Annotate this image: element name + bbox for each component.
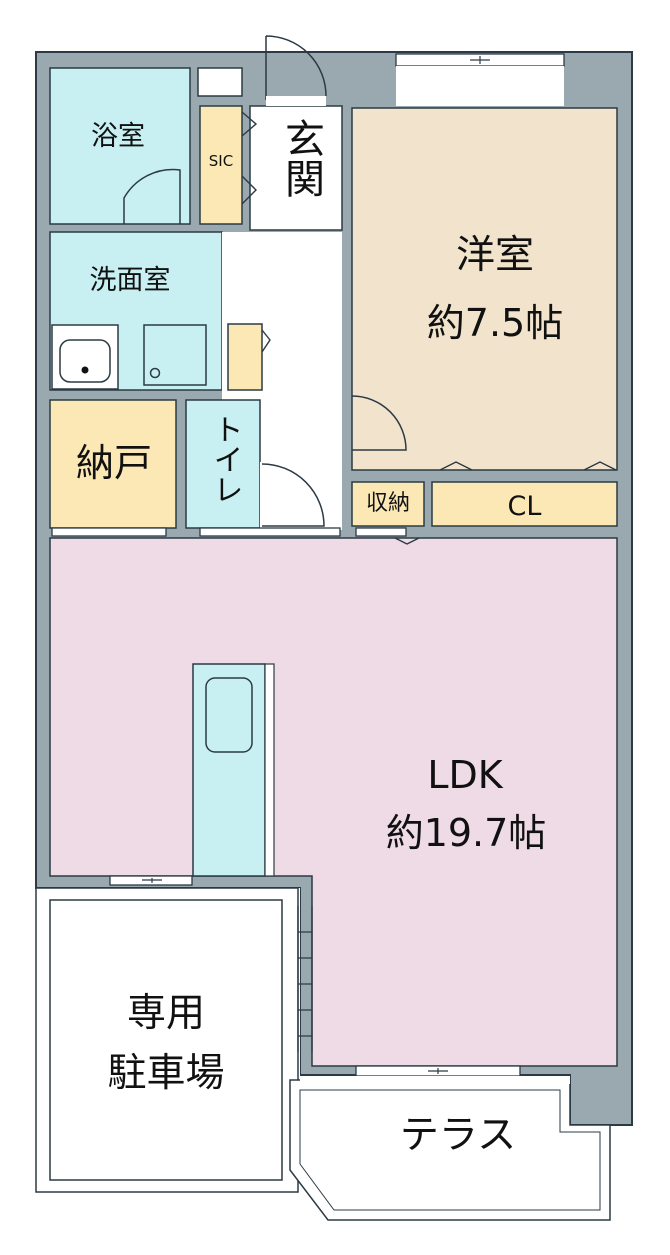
label-closet-small: 収納 (365, 491, 410, 516)
label-entrance: 玄関 (278, 118, 324, 198)
ldk-floor (49, 537, 618, 1067)
kitchen-counter (192, 663, 266, 877)
washroom-cabinet (227, 323, 263, 391)
wash-basin-bowl (59, 339, 111, 383)
label-toilet: トイレ (207, 414, 243, 504)
bath-floor (49, 67, 191, 225)
label-washroom: 洗面室 (89, 265, 171, 296)
parking-floor (49, 899, 283, 1181)
entrance-door-opening (266, 96, 326, 106)
terrace-outline (289, 1079, 611, 1221)
label-bath: 浴室 (91, 121, 145, 152)
label-parking-line2: 駐車場 (107, 1051, 225, 1096)
toilet-floor (185, 399, 261, 529)
storeroom-floor (49, 399, 177, 529)
label-western-name: 洋室 (455, 233, 534, 278)
washing-machine-drain (149, 367, 161, 379)
closet-small-floor (351, 481, 425, 527)
label-ldk-name: LDK (427, 753, 503, 797)
kitchen-wall (264, 663, 275, 877)
entrance-floor (249, 105, 343, 231)
label-parking-line1: 専用 (126, 991, 205, 1036)
label-sic: SIC (208, 152, 234, 170)
toilet-hall-floor (260, 462, 342, 530)
wash-basin-drain (81, 366, 89, 374)
door-arcs (123, 35, 407, 527)
label-storeroom: 納戸 (75, 441, 152, 485)
terrace-gap-patch (300, 1076, 570, 1084)
label-western-area: 約7.5帖 (426, 301, 564, 345)
terrace-inner (299, 1089, 601, 1211)
kitchen-sink (205, 677, 253, 753)
sic-floor (199, 105, 243, 225)
western-floor (351, 107, 618, 471)
label-ldk-area: 約19.7帖 (385, 811, 547, 855)
window-sashes (142, 56, 490, 1074)
closet-floor (431, 481, 618, 527)
parking-fence (297, 906, 313, 1052)
washing-machine-pan (143, 324, 207, 386)
utility-box (197, 67, 243, 97)
label-closet: CL (507, 491, 542, 522)
folding-doors (241, 111, 617, 545)
label-terrace: テラス (399, 1113, 517, 1158)
